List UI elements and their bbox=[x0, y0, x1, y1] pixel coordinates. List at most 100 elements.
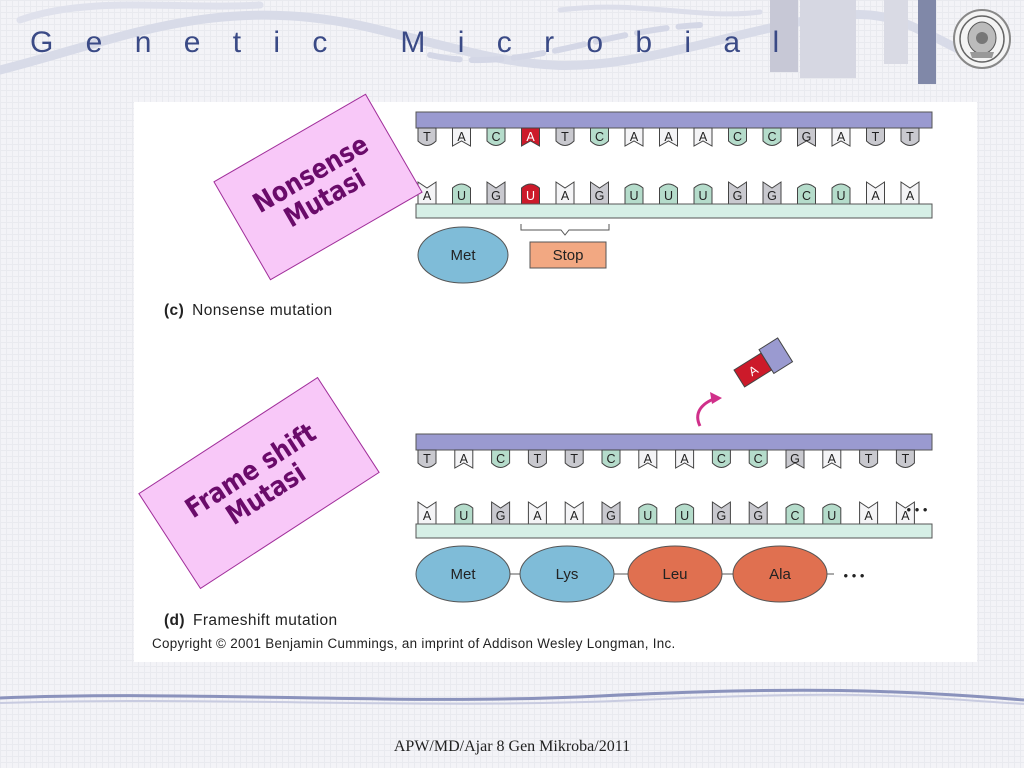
panel-d-amino-node-1 bbox=[519, 545, 615, 603]
panel-d-rna-base-1 bbox=[454, 503, 474, 525]
panel-c-rna-base-label-7: U bbox=[664, 189, 673, 203]
panel-d-rna-base-10 bbox=[785, 503, 805, 525]
panel-c-rna-base-label-0: A bbox=[423, 189, 432, 203]
panel-d-protein-1: Lys bbox=[556, 566, 579, 583]
panel-c-rna-base-label-13: A bbox=[871, 189, 880, 203]
panel-d-dna-base-6 bbox=[638, 449, 658, 469]
panel-c-dna-base-label-5: C bbox=[595, 130, 604, 144]
panel-d-dna-base-1 bbox=[454, 449, 474, 469]
panel-c-rna-base-label-3: U bbox=[526, 189, 535, 203]
panel-d-rna-base-label-1: U bbox=[459, 509, 468, 523]
panel-c-rna-base-8 bbox=[693, 183, 713, 205]
panel-d-dna-base-8 bbox=[711, 449, 731, 468]
panel-c-rna-base-label-11: C bbox=[802, 189, 811, 203]
panel-d-dna-base-9 bbox=[748, 449, 768, 468]
copyright-notice: Copyright © 2001 Benjamin Cummings, an i… bbox=[152, 636, 676, 651]
panel-c-dna-base-label-6: A bbox=[630, 130, 639, 144]
panel-c-dna-base-label-3: A bbox=[526, 130, 535, 144]
panel-c-dna-base-label-4: T bbox=[561, 130, 569, 144]
panel-d-dna-base-label-8: C bbox=[717, 452, 726, 466]
panel-d-dna-base-label-4: T bbox=[570, 452, 578, 466]
panel-d-protein-continuation: • • • bbox=[844, 568, 865, 583]
panel-c-dna-base-12 bbox=[831, 127, 851, 147]
panel-c-stop-box bbox=[529, 241, 607, 269]
panel-d-insertion-arrowhead bbox=[710, 392, 722, 404]
panel-c-dna-base-4 bbox=[555, 127, 575, 146]
panel-c-rna-base-11 bbox=[797, 183, 816, 205]
panel-d-rna-base-label-8: G bbox=[717, 509, 727, 523]
panel-c-dna-base-label-12: A bbox=[837, 130, 846, 144]
panel-d-rna-base-7 bbox=[675, 503, 695, 525]
panel-d-rna-base-label-12: A bbox=[864, 509, 873, 523]
panel-c-dna-base-label-0: T bbox=[423, 130, 431, 144]
panel-d-amino-node-2 bbox=[627, 545, 723, 603]
panel-d-dna-base-label-10: G bbox=[790, 452, 800, 466]
panel-d-dna-base-2 bbox=[491, 449, 511, 468]
panel-c-dna-base-label-14: T bbox=[906, 130, 914, 144]
panel-d-rna-base-label-13: A bbox=[901, 509, 910, 523]
panel-d-dna-base-label-6: A bbox=[644, 452, 653, 466]
panel-d-dna-base-11 bbox=[822, 449, 842, 469]
panel-d-dna-base-label-7: A bbox=[680, 452, 689, 466]
panel-c-dna-base-label-2: C bbox=[491, 130, 500, 144]
panel-c-rna-base-label-6: U bbox=[629, 189, 638, 203]
panel-c-rna-base-1 bbox=[452, 183, 471, 205]
panel-d-rna-base-label-6: U bbox=[643, 509, 652, 523]
panel-d-dna-base-10 bbox=[785, 449, 805, 469]
panel-c-rna-base-label-14: A bbox=[906, 189, 915, 203]
panel-d-dna-strand bbox=[415, 433, 933, 451]
panel-c-dna-base-6 bbox=[624, 127, 644, 147]
university-seal-icon bbox=[953, 9, 1011, 69]
panel-c-rna-base-label-4: A bbox=[561, 189, 570, 203]
slide-header: G e n e t i c M i c r o b i a l bbox=[0, 0, 1024, 84]
panel-c-dna-strand bbox=[415, 111, 933, 129]
panel-c-rna-base-6 bbox=[624, 183, 644, 205]
footer-swirl-decoration bbox=[0, 688, 1024, 705]
panel-d-label: (d) bbox=[164, 612, 185, 629]
panel-d-dna-base-3 bbox=[527, 449, 547, 468]
panel-c-dna-base-label-7: A bbox=[664, 130, 673, 144]
panel-d-rna-base-label-10: C bbox=[790, 509, 799, 523]
panel-c-dna-base-11 bbox=[797, 127, 816, 147]
panel-d-dna-base-label-13: T bbox=[902, 452, 910, 466]
panel-c-dna-base-7 bbox=[659, 127, 678, 147]
panel-c-rna-base-label-12: U bbox=[836, 189, 845, 203]
panel-d-dna-base-7 bbox=[675, 449, 695, 469]
panel-c-dna-base-0 bbox=[417, 127, 437, 146]
panel-d-dna-base-0 bbox=[417, 449, 437, 468]
panel-d-dna-base-5 bbox=[601, 449, 621, 468]
panel-d-rna-base-label-3: A bbox=[533, 509, 542, 523]
panel-d-rna-base-label-11: U bbox=[827, 509, 836, 523]
panel-c-rna-base-label-8: U bbox=[698, 189, 707, 203]
panel-d-dna-base-label-9: C bbox=[754, 452, 763, 466]
panel-d-amino-node-3 bbox=[732, 545, 828, 603]
panel-d-rna-base-label-5: G bbox=[606, 509, 616, 523]
panel-d-dna-base-13 bbox=[895, 449, 915, 468]
panel-c-dna-base-13 bbox=[866, 127, 885, 146]
panel-c-dna-base-5 bbox=[590, 127, 609, 146]
panel-d-rna-base-label-7: U bbox=[680, 509, 689, 523]
panel-c-dna-base-2 bbox=[486, 127, 506, 146]
panel-c-rna-base-label-5: G bbox=[595, 189, 605, 203]
slide-title: G e n e t i c M i c r o b i a l bbox=[30, 26, 792, 59]
panel-d-dna-base-label-12: T bbox=[865, 452, 873, 466]
panel-c-dna-base-3 bbox=[521, 127, 540, 147]
panel-d-rna-base-label-9: G bbox=[753, 509, 763, 523]
panel-c-dna-base-10 bbox=[762, 127, 782, 146]
panel-c-dna-base-8 bbox=[693, 127, 713, 147]
panel-c-label: (c) bbox=[164, 302, 185, 319]
panel-d-inserted-base: A bbox=[733, 337, 794, 388]
panel-c-dna-base-14 bbox=[900, 127, 920, 146]
panel-c-dna-base-label-9: C bbox=[733, 130, 742, 144]
panel-c-caption-text: Nonsense mutation bbox=[192, 302, 333, 319]
header-swirl-decoration bbox=[0, 0, 965, 84]
panel-d-dna-base-label-0: T bbox=[423, 452, 431, 466]
panel-d-amino-node-0 bbox=[415, 545, 511, 603]
panel-d-dna-base-label-1: A bbox=[460, 452, 469, 466]
panel-c-rna-base-12 bbox=[831, 183, 851, 205]
panel-c-rna-base-label-10: G bbox=[767, 189, 777, 203]
panel-d-dna-base-label-5: C bbox=[606, 452, 615, 466]
